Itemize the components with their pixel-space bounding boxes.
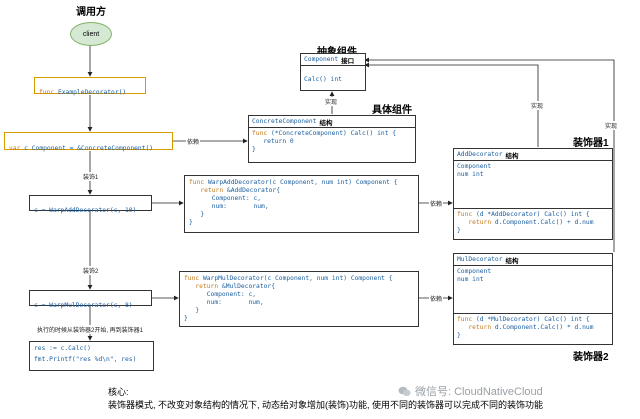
code-line: num: num, [184,299,264,306]
code-line: } [457,332,461,339]
warp-mul-decorator-func-box: func WarpMulDecorator(c Component, num i… [179,271,419,327]
watermark-text: 微信号: CloudNativeCloud [415,386,543,398]
decorator1-label: 装饰器1 [573,138,609,149]
code-line: return &MulDecorator{ [184,283,275,290]
mul-decorator-type-name: MulDecorator [457,255,503,263]
interface-badge: 接口 [341,57,355,65]
code-line: } [252,146,256,153]
edge-label-implements-mul: 实现 [604,121,619,130]
code-line: func (*ConcreteComponent) Calc() int { [252,130,397,137]
code-line: Component: c, [189,195,262,202]
code-line: Component: c, [184,291,257,298]
code-line: } [189,219,193,226]
struct-field: num int [457,276,484,283]
footer-text: 装饰器模式, 不改变对象结构的情况下, 动态给对象增加(装饰)功能, 使用不同的… [108,400,543,410]
code-line: func (d *AddDecorator) Calc() int { [457,211,590,218]
edge-label-decorate2: 装饰2 [82,266,100,275]
struct-badge: 结构 [319,119,333,127]
wechat-icon [398,386,411,397]
edge-mul-implements [364,57,615,252]
warp-mul-call-box: c = WarpMulDecorator(c, 8) [29,290,152,309]
code-line: return d.Component.Calc() + d.num [457,219,594,226]
code-line: } [189,211,205,218]
footer-heading: 核心: [108,387,129,397]
edge-label-implements-concrete: 实现 [324,97,339,106]
code-line: func (d *MulDecorator) Calc() int { [457,316,590,323]
client-label: client [82,30,100,38]
edge-label-implements-add: 实现 [530,101,545,110]
code-line: return &AddDecorator{ [189,187,280,194]
code-line: return d.Component.Calc() * d.num [457,324,594,331]
decorator2-label: 装饰器2 [573,352,609,363]
warp-add-code: func WarpAddDecorator(c Component, num i… [189,179,414,227]
warp-mul-code: func WarpMulDecorator(c Component, num i… [184,275,414,323]
struct-badge: 结构 [505,152,519,160]
code-line: return 0 [252,138,294,145]
concrete-type-name: ConcreteComponent [252,117,317,125]
concrete-method: func (*ConcreteComponent) Calc() int { r… [249,128,415,156]
warp-add-decorator-func-box: func WarpAddDecorator(c Component, num i… [184,175,419,233]
concrete-component-label: 具体组件 [372,105,412,116]
watermark: 微信号: CloudNativeCloud [398,383,543,399]
code-line: } [457,227,461,234]
example-decorator-func-box: func ExampleDecorator() [34,77,146,96]
code-line: func WarpAddDecorator(c Component, num i… [189,179,398,186]
client-node: client [70,22,112,46]
res-line: res := c.Calc() [34,345,91,352]
edge-label-exec-note: 执行的时候从装饰器2开始, 再到装饰器1 [36,325,145,334]
code-line: num: num, [189,203,269,210]
abstract-component-label: 抽象组件 [317,43,357,58]
struct-field: Component [457,163,492,170]
mul-decorator-method: func (d *MulDecorator) Calc() int { retu… [454,314,612,342]
add-decorator-method: func (d *AddDecorator) Calc() int { retu… [454,209,612,237]
edge-add-implements [364,62,539,147]
add-decorator-type-name: AddDecorator [457,150,503,158]
edge-label-depends-mul: 依赖 [429,294,444,303]
edge-label-decorate1: 装饰1 [82,172,100,181]
caller-label: 调用方 [76,7,106,18]
code-line: func WarpMulDecorator(c Component, num i… [184,275,393,282]
edge-label-depends-concrete: 依赖 [186,137,201,146]
struct-badge: 结构 [505,257,519,265]
result-box: res := c.Calc() fmt.Printf("res %d\n", r… [29,341,154,371]
component-type-name: Component [304,55,339,63]
calc-method: Calc() int [304,76,342,83]
var-component-box: var c Component = &ConcreteComponent() [4,132,173,152]
printf-line: fmt.Printf("res %d\n", res) [34,356,137,363]
code-line: } [184,315,188,322]
edge-label-depends-add: 依赖 [429,199,444,208]
code-line: } [184,307,200,314]
struct-field: num int [457,171,484,178]
warp-add-call-box: c = WarpAddDecorator(c, 10) [29,195,152,214]
struct-field: Component [457,268,492,275]
